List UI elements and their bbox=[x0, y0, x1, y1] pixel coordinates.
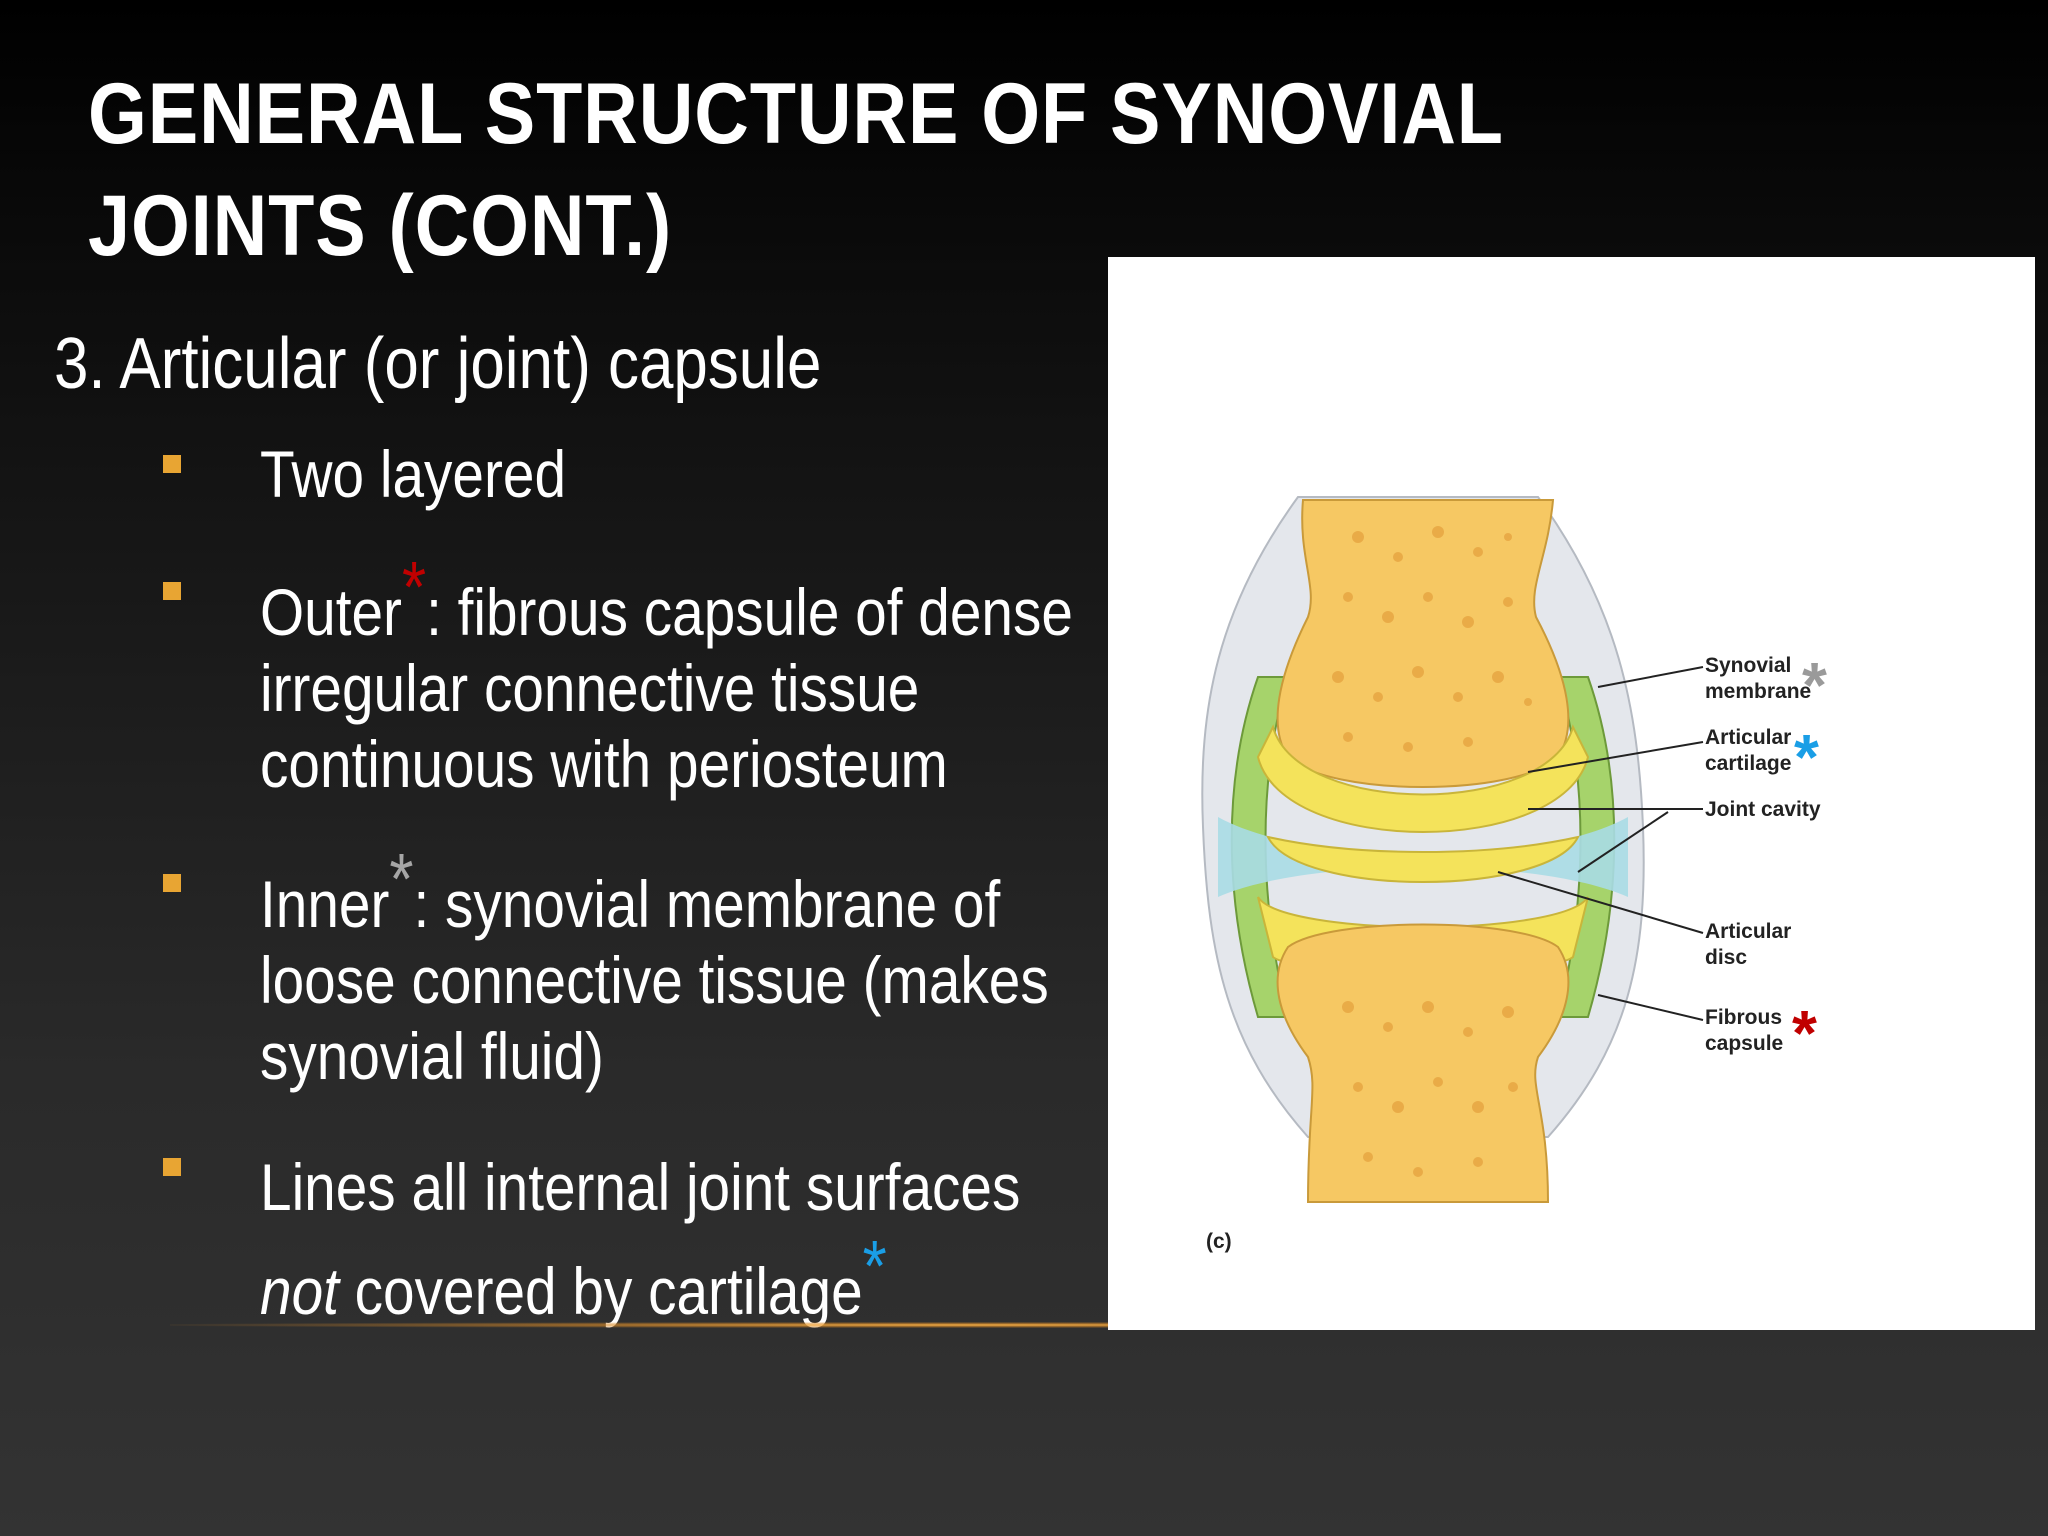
bone-texture bbox=[1332, 526, 1532, 1177]
label-fibrous-capsule: Fibrous capsule bbox=[1705, 1006, 1784, 1055]
label-synovial-membrane: Synovial membrane bbox=[1705, 654, 1812, 703]
panel-letter: (c) bbox=[1206, 1230, 1232, 1253]
bullet-marker bbox=[163, 1158, 181, 1176]
synovial-joint-figure: Synovial membrane * Articular cartilage … bbox=[1108, 257, 2035, 1330]
bullet-marker bbox=[163, 874, 181, 892]
blue-asterisk: * bbox=[1794, 721, 1819, 793]
bullet-term-inner: Inner bbox=[260, 867, 390, 941]
bullet-term-outer: Outer bbox=[260, 575, 402, 649]
label-joint-cavity: Joint cavity bbox=[1705, 798, 1821, 821]
upper-cartilage-shape bbox=[1256, 724, 1590, 833]
bullet-definition: : fibrous capsule of dense irregular con… bbox=[260, 575, 1073, 801]
bullet-lines-surfaces: Lines all internal joint surfaces not co… bbox=[260, 1135, 1103, 1343]
upper-bone-shape bbox=[1276, 499, 1570, 788]
slide-title: General Structure of Synovial Joints (co… bbox=[88, 66, 1503, 274]
leader-lines bbox=[1497, 666, 1704, 1021]
bullet-emphasis: not bbox=[260, 1254, 339, 1328]
bullet-inner: Inner*: synovial membrane of loose conne… bbox=[260, 844, 1103, 1094]
bullet-two-layered: Two layered bbox=[260, 436, 1103, 512]
bullet-outer: Outer*: fibrous capsule of dense irregul… bbox=[260, 552, 1103, 802]
bullet-marker bbox=[163, 582, 181, 600]
joint-diagram bbox=[1201, 496, 1704, 1203]
gray-asterisk: * bbox=[1802, 649, 1827, 721]
gray-asterisk: * bbox=[389, 840, 414, 920]
label-articular-cartilage: Articular cartilage bbox=[1705, 726, 1792, 775]
red-asterisk: * bbox=[401, 548, 427, 628]
label-articular-disc: Articular disc bbox=[1705, 920, 1792, 969]
decorative-glow-line bbox=[170, 1322, 1320, 1328]
bullet-text: Two layered bbox=[260, 437, 567, 511]
section-heading: 3. Articular (or joint) capsule bbox=[54, 324, 822, 404]
bullet-text: Lines all internal joint surfaces bbox=[260, 1150, 1021, 1224]
articular-disc-shape bbox=[1266, 835, 1580, 883]
blue-asterisk: * bbox=[862, 1227, 887, 1307]
bullet-text: covered by cartilage bbox=[338, 1254, 863, 1328]
red-asterisk: * bbox=[1792, 997, 1817, 1069]
lower-bone-shape bbox=[1276, 923, 1570, 1203]
bullet-marker bbox=[163, 455, 181, 473]
bullet-definition: : synovial membrane of loose connective … bbox=[260, 867, 1049, 1093]
